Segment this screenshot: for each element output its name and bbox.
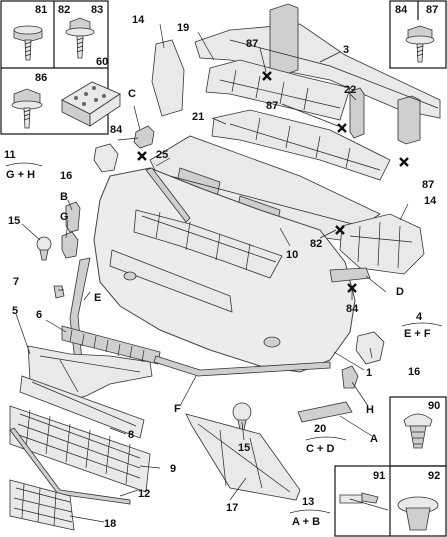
callout-d: D	[396, 286, 404, 298]
callout-25: 25	[156, 149, 168, 161]
clip-92-icon	[397, 496, 439, 531]
fastener-box-top-left	[0, 0, 109, 135]
bracket-a	[297, 401, 353, 423]
screw-86-icon	[11, 88, 43, 129]
callout-f: F	[174, 403, 181, 415]
callout-12: 12	[138, 488, 150, 500]
bracket-c-84	[133, 125, 155, 149]
group-a-b: A + B	[292, 516, 320, 528]
clip-kit-60-icon	[61, 81, 121, 127]
trim-strip-25	[145, 167, 191, 223]
leader-lines	[15, 23, 409, 523]
absorber-19	[205, 59, 351, 121]
callout-8: 8	[128, 429, 134, 441]
callout-92: 92	[428, 470, 440, 482]
callout-11: 11	[4, 149, 16, 161]
callout-82-mid: 82	[310, 238, 322, 250]
callout-21: 21	[192, 111, 204, 123]
callout-19: 19	[177, 22, 189, 34]
sensor-15-left	[36, 236, 52, 261]
screw-84-87-icon	[405, 25, 435, 63]
callout-4: 4	[416, 311, 423, 323]
fastener-box-top-right	[389, 0, 447, 69]
grille-9	[9, 405, 151, 493]
clip-7	[53, 285, 65, 299]
callout-81: 81	[35, 4, 47, 16]
rivet-91-icon	[339, 492, 389, 511]
callout-13: 13	[302, 496, 314, 508]
callout-16-left: 16	[60, 170, 72, 182]
callout-14-top: 14	[132, 14, 145, 26]
callout-84-left: 84	[110, 124, 123, 136]
sensor-15-bottom	[232, 402, 252, 431]
callout-e: E	[94, 292, 101, 304]
callout-87-mid: 87	[266, 100, 278, 112]
callout-16-right: 16	[408, 366, 420, 378]
callout-60: 60	[96, 56, 108, 68]
callout-a: A	[370, 433, 378, 445]
group-brackets	[5, 162, 443, 514]
fastener-box-bottom-right	[334, 396, 447, 537]
callout-17: 17	[226, 502, 238, 514]
callout-86: 86	[35, 72, 47, 84]
screw-81-icon	[13, 25, 43, 61]
bracket-g	[61, 231, 79, 259]
bracket-14-top	[151, 39, 185, 117]
callout-3: 3	[343, 44, 349, 56]
callout-18: 18	[104, 518, 116, 530]
callout-20: 20	[314, 423, 326, 435]
callout-h: H	[366, 404, 374, 416]
callout-g: G	[60, 211, 69, 223]
group-c-d: C + D	[306, 443, 334, 455]
group-g-h: G + H	[6, 169, 35, 181]
bracket-b	[65, 201, 81, 233]
grille-17	[185, 413, 301, 501]
screw-83-icon	[65, 17, 95, 59]
callout-91: 91	[373, 470, 385, 482]
callout-15-bottom: 15	[238, 442, 250, 454]
grille-6	[61, 325, 161, 365]
callout-87-top: 87	[246, 38, 258, 50]
callout-9: 9	[170, 463, 176, 475]
callout-90: 90	[428, 400, 440, 412]
callout-84: 84	[395, 4, 408, 16]
grille-8	[19, 375, 145, 439]
bracket-22	[349, 87, 365, 139]
callout-5: 5	[12, 305, 18, 317]
clip-90-icon	[403, 413, 433, 449]
group-e-f: E + F	[404, 328, 431, 340]
callout-c: C	[128, 88, 136, 100]
callout-84-right: 84	[346, 303, 359, 315]
callout-b: B	[60, 191, 68, 203]
fastener-markers	[137, 71, 409, 293]
bracket-d	[329, 267, 371, 283]
bracket-h	[341, 365, 359, 389]
reinforcement-beam-3	[194, 3, 441, 145]
callout-87-right: 87	[422, 179, 434, 191]
callout-6: 6	[36, 309, 42, 321]
callout-labels: 81 82 83 86 84 87 14 19 3 87 60 C 22 87 …	[4, 4, 440, 530]
callout-14-right: 14	[424, 195, 437, 207]
callout-83: 83	[91, 4, 103, 16]
callout-82: 82	[58, 4, 70, 16]
callout-1: 1	[366, 367, 372, 379]
bracket-14-right	[339, 213, 425, 275]
trim-f	[153, 355, 331, 377]
callout-15-left: 15	[8, 215, 20, 227]
callout-10: 10	[286, 249, 298, 261]
callout-7: 7	[13, 276, 19, 288]
grille-18	[9, 479, 75, 531]
bracket-16-left	[93, 143, 119, 173]
callout-22: 22	[344, 84, 356, 96]
callout-87: 87	[426, 4, 438, 16]
